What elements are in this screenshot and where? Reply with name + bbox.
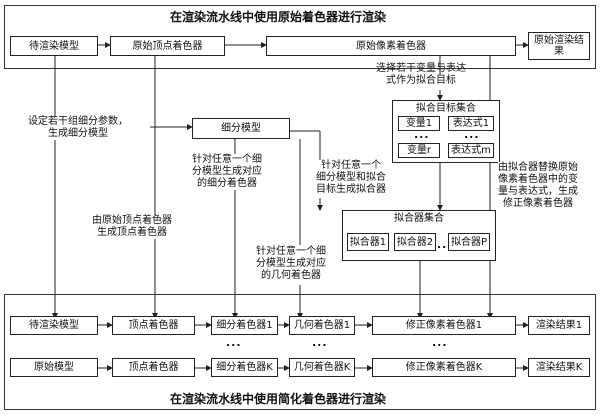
rowk-vertex-box: 顶点着色器 [112,358,195,377]
note-gen-geometry: 针对任意一个细 分模型生成对应 的几何着色器 [256,246,326,282]
subdiv-model-box: 细分模型 [192,118,290,139]
fit-target-exprm: 表达式m [448,143,494,158]
fit-target-expr1: 表达式1 [448,116,494,131]
note-gen-subdiv-shader: 针对任意一个细 分模型生成对应 的细分着色器 [192,154,262,190]
fitter-1: 拟合器1 [347,233,389,251]
original-vertex-shader-box: 原始顶点着色器 [110,36,225,56]
top-title: 在渲染流水线中使用原始着色器进行渲染 [170,10,387,24]
fitter-2: 拟合器2 [394,233,436,251]
note-gen-fitter: 针对任意一个 细分模型和拟合 目标生成拟合器 [316,160,386,196]
original-result-box: 原始渲染结果 [528,32,590,60]
fit-target-var1: 变量1 [398,116,440,131]
bottom-title: 在渲染流水线中使用简化着色器进行渲染 [170,392,387,406]
rowk-pixel-box: 修正像素着色器K [372,358,516,377]
rowk-geometry-box: 几何着色器K [289,358,355,377]
row1-subdiv-box: 细分着色器1 [211,316,278,335]
note-gen-modified: 由拟合器替换原始 像素着色器中的变 量与表达式，生成 修正像素着色器 [498,162,578,210]
original-pixel-shader-box: 原始像素着色器 [266,36,516,56]
row1-pixel-box: 修正像素着色器1 [372,316,516,335]
fitters-title: 拟合器集合 [394,213,444,224]
rowk-result-box: 渲染结果K [528,358,590,377]
note-select-targets: 选择若干变量与表达 式作为拟合目标 [376,63,466,86]
original-result-label: 原始渲染结果 [534,35,584,57]
top-frame [4,5,596,69]
row-dots-1: ... [226,336,242,349]
fit-target-varr: 变量r [398,143,440,158]
fit-targets-title: 拟合目标集合 [416,103,476,114]
row-dots-2: ... [312,336,328,349]
note-gen-vertex: 由原始顶点着色器 生成顶点着色器 [92,215,172,239]
rowk-subdiv-box: 细分着色器K [211,358,278,377]
fitter-dots: ... [437,238,453,251]
row-dots-3: ... [432,336,448,349]
fit-target-dots-right: ... [464,128,480,141]
fit-target-dots-left: ... [414,128,430,141]
row1-vertex-box: 顶点着色器 [112,316,195,335]
row1-geometry-box: 几何着色器1 [289,316,355,335]
fitter-p: 拟合器P [448,233,490,251]
top-input-model-box: 待渲染模型 [10,36,98,56]
row1-result-box: 渲染结果1 [528,316,590,335]
row1-model-box: 待渲染模型 [10,316,98,335]
note-set-params: 设定若干组细分参数， 生成细分模型 [28,116,128,140]
rowk-model-box: 原始模型 [10,358,98,377]
